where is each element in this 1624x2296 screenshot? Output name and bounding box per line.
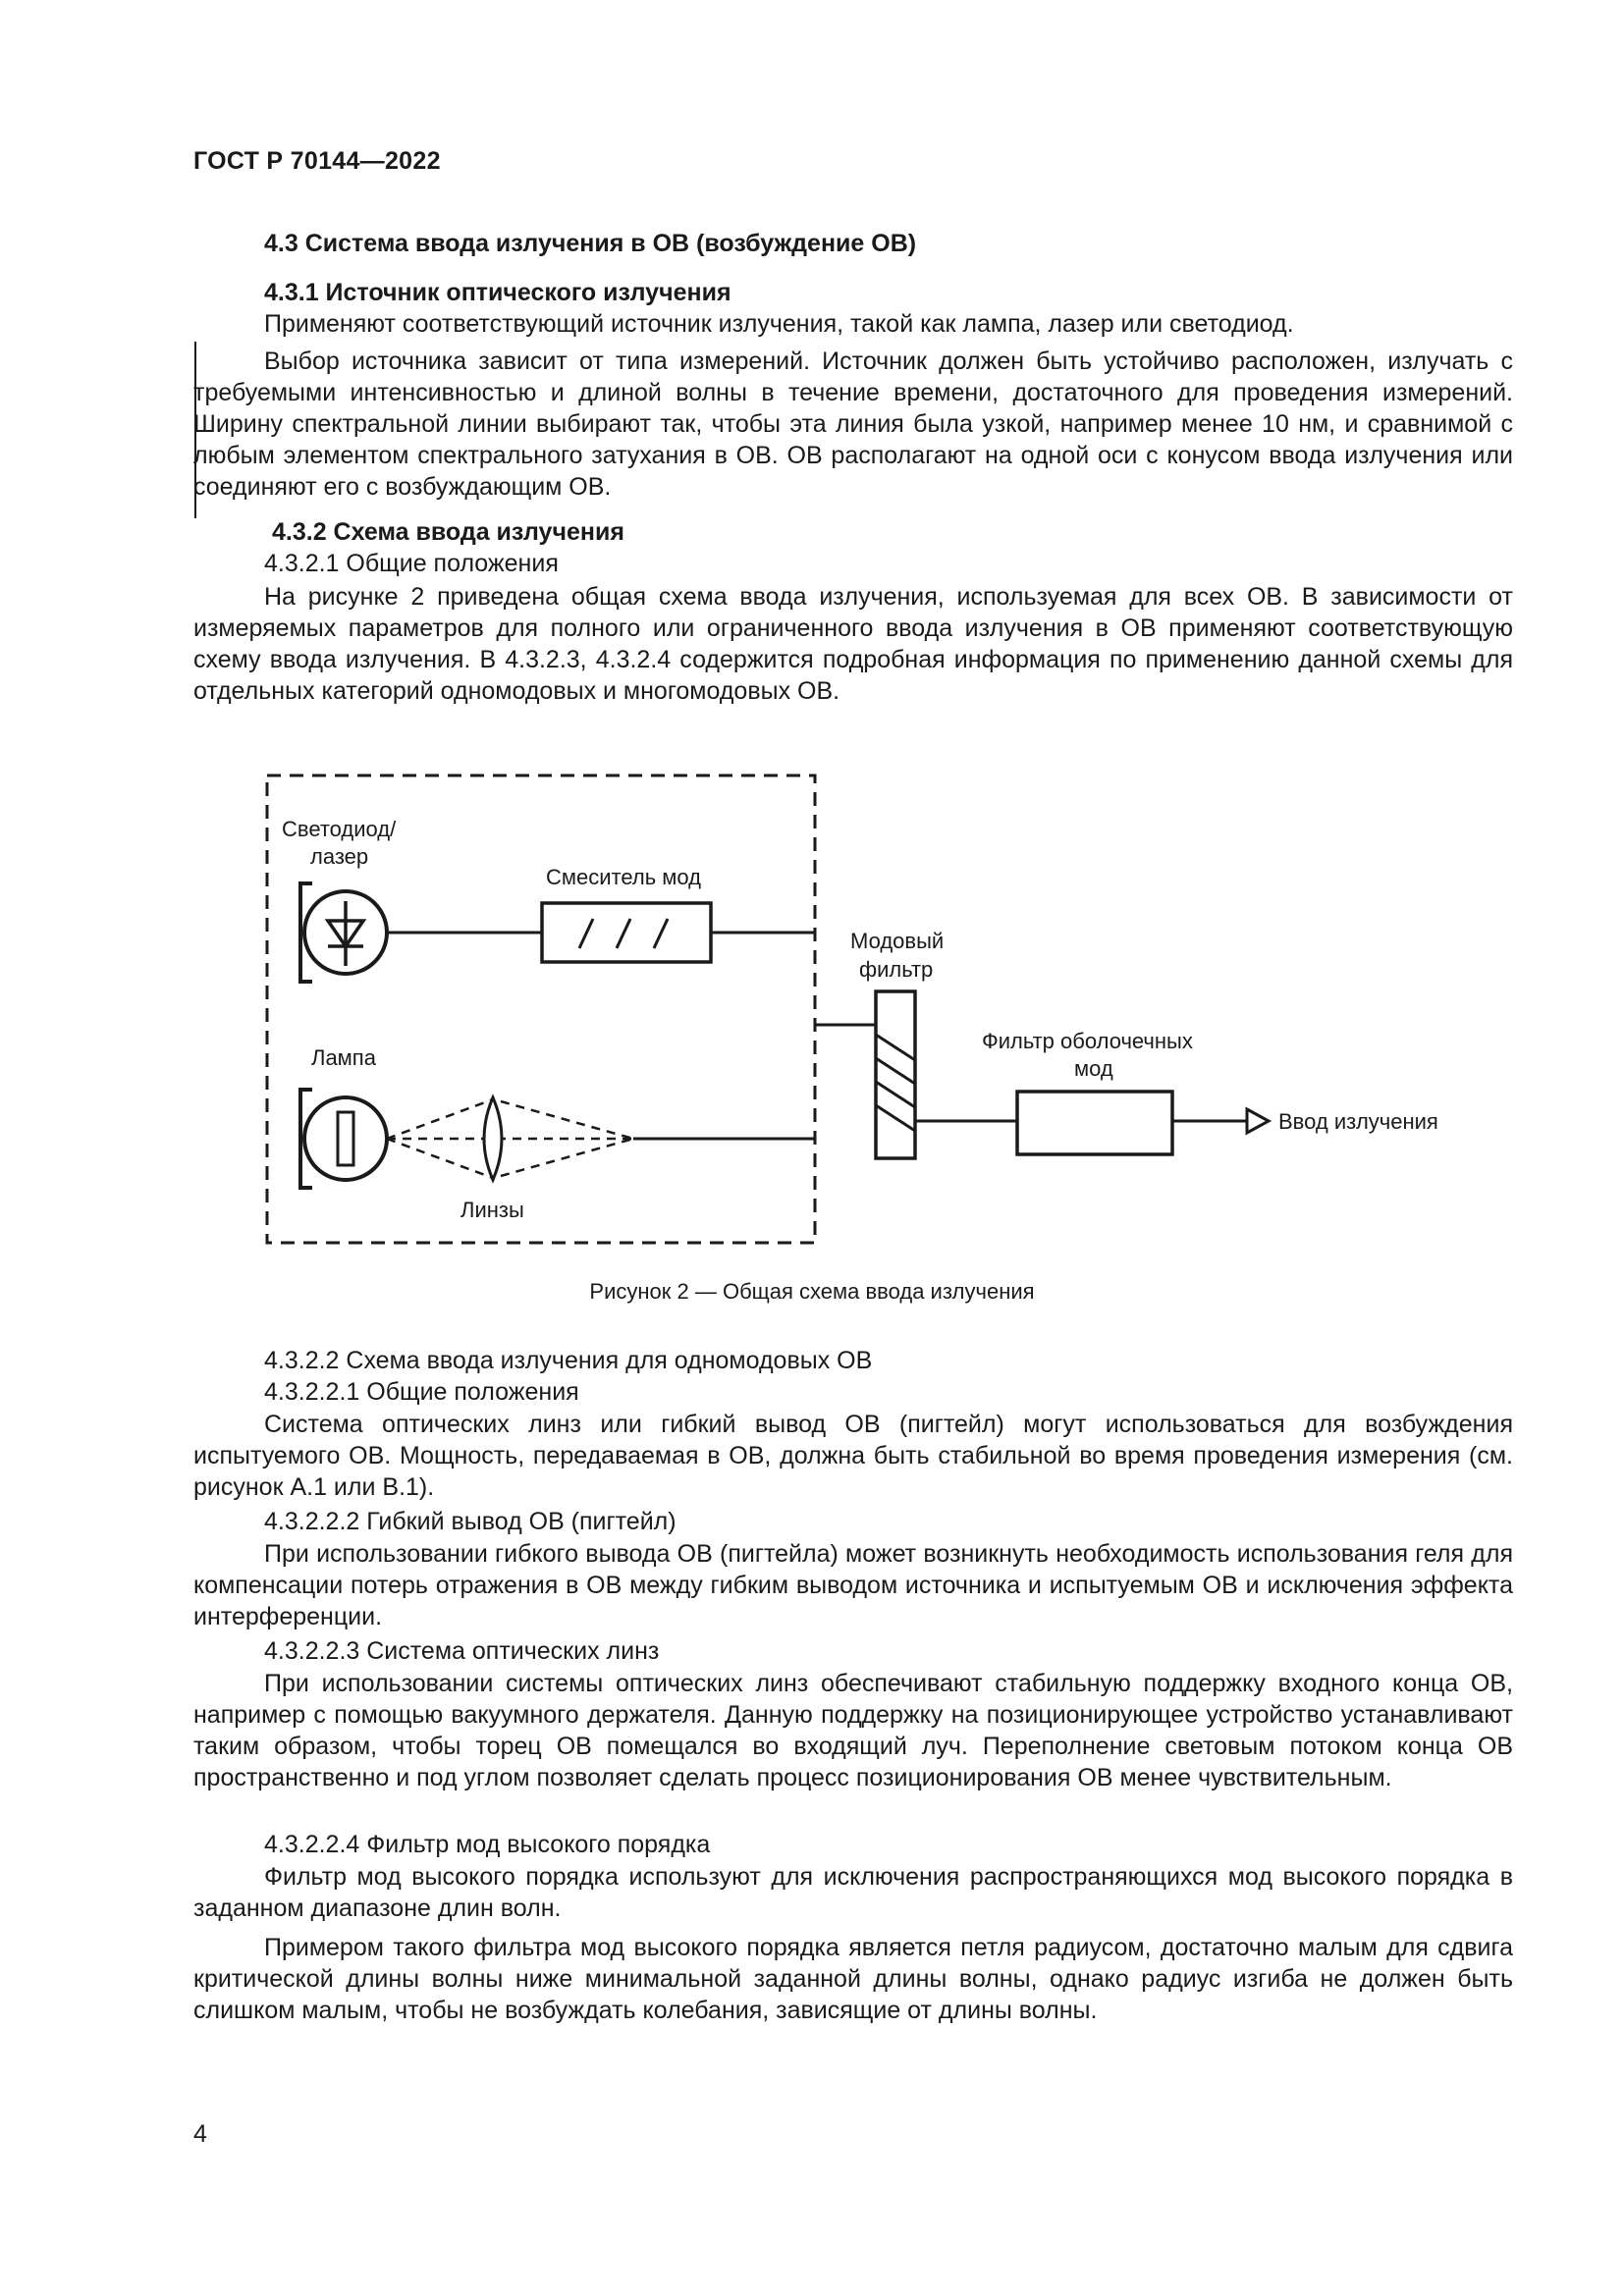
label-lenses: Линзы	[460, 1198, 524, 1222]
section-title: 4.3 Система ввода излучения в ОВ (возбуж…	[264, 230, 917, 257]
label-output: Ввод излучения	[1278, 1109, 1438, 1134]
page-number: 4	[193, 2120, 207, 2148]
label-cladding-filter-1: Фильтр оболочечных	[982, 1029, 1193, 1053]
change-bar	[194, 342, 196, 518]
paragraph: Выбор источника зависит от типа измерени…	[193, 347, 1513, 501]
paragraph: Система оптических линз или гибкий вывод…	[193, 1411, 1513, 1501]
clause-title: 4.3.2.2.3 Система оптических линз	[264, 1637, 660, 1665]
clause-title: 4.3.2.2.4 Фильтр мод высокого порядка	[264, 1831, 711, 1858]
paragraph: При использовании гибкого вывода ОВ (пиг…	[193, 1540, 1513, 1630]
mode-mixer-icon	[540, 901, 713, 964]
document-header: ГОСТ Р 70144—2022	[193, 147, 441, 175]
label-cladding-filter-2: мод	[1074, 1056, 1113, 1081]
paragraph: Фильтр мод высокого порядка используют д…	[193, 1863, 1513, 1922]
cladding-filter-box	[1015, 1090, 1174, 1156]
label-mode-mixer: Смеситель мод	[546, 865, 701, 889]
label-mode-filter-2: фильтр	[859, 957, 933, 982]
clause-title: 4.3.2.1 Общие положения	[264, 550, 559, 577]
lamp-icon	[298, 1088, 389, 1190]
label-laser: лазер	[310, 844, 368, 869]
clause-title: 4.3.2.2 Схема ввода излучения для одномо…	[264, 1347, 873, 1374]
paragraph: Применяют соответствующий источник излуч…	[264, 310, 1294, 338]
clause-title: 4.3.2.2.2 Гибкий вывод ОВ (пигтейл)	[264, 1508, 677, 1535]
label-mode-filter-1: Модовый	[850, 929, 944, 953]
paragraph: Примером такого фильтра мод высокого пор…	[193, 1934, 1513, 2024]
subsection-title: 4.3.1 Источник оптического излучения	[264, 279, 731, 306]
paragraph: На рисунке 2 приведена общая схема ввода…	[193, 583, 1513, 705]
label-lamp: Лампа	[311, 1045, 377, 1070]
label-led: Светодиод/	[282, 817, 397, 841]
figure-caption: Рисунок 2 — Общая схема ввода излучения	[589, 1279, 1035, 1304]
clause-title: 4.3.2.2.1 Общие положения	[264, 1378, 579, 1406]
paragraph: При использовании системы оптических лин…	[193, 1670, 1513, 1791]
source-enclosure	[265, 774, 817, 1245]
mode-filter-icon	[874, 989, 917, 1160]
lens-icon	[386, 1094, 634, 1184]
output-arrow-icon	[1245, 1106, 1272, 1136]
subsection-title: 4.3.2 Схема ввода излучения	[272, 518, 624, 546]
led-laser-icon	[298, 881, 389, 984]
